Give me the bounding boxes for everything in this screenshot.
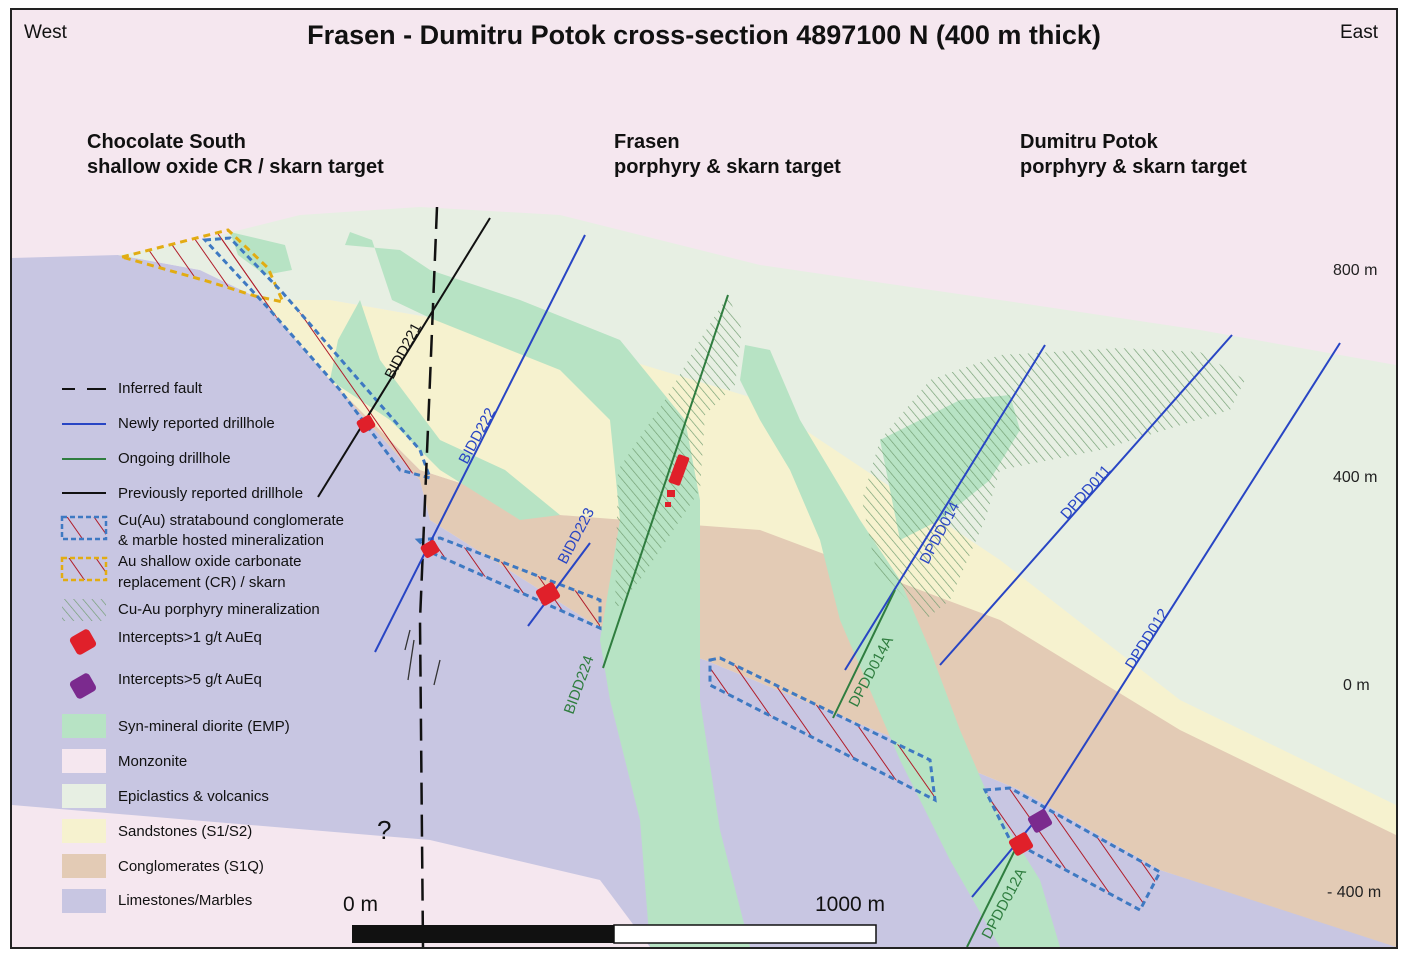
elevation-800: 800 m [1333,262,1378,279]
legend-symbol-intercept-5g [69,673,97,699]
legend-label-new-hole: Newly reported drillhole [118,415,275,432]
legend-label-previous-hole: Previously reported drillhole [118,485,304,502]
target-desc: porphyry & skarn target [614,156,841,178]
inferred-fault [418,206,439,947]
intercept-bidd223[interactable] [535,581,561,607]
legend-label-au-cr-2: replacement (CR) / skarn [118,574,286,591]
compass-east: East [1340,22,1379,43]
intercept-dpdd012-gold1[interactable] [1008,831,1034,857]
drillhole-dpdd012a[interactable] [966,849,1016,947]
page-title: Frasen - Dumitru Potok cross-section 489… [307,20,1101,50]
target-desc: porphyry & skarn target [1020,156,1247,178]
target-frasen: Frasen porphyry & skarn target [614,130,841,180]
stratabound-band-west [201,236,433,481]
legend-swatch-monzonite [62,749,106,773]
drillhole-bidd223[interactable] [527,542,591,627]
unknown-marker: ? [377,815,392,845]
limestone-unit [12,255,1396,947]
legend-swatch-diorite [62,714,106,738]
drillhole-dpdd011[interactable] [939,334,1233,666]
scale-end-label: 1000 m [815,893,886,916]
scale-start-label: 0 m [343,893,379,916]
drillhole-dpdd014[interactable] [844,344,1046,671]
legend-label-conglomerate: Conglomerates (S1Q) [118,858,264,875]
legend-label-au-cr-1: Au shallow oxide carbonate [118,553,302,570]
intercept-bidd222[interactable] [420,539,441,559]
legend-swatch-conglomerate [62,854,106,878]
legend-symbol-stratabound [60,515,108,541]
legend-label-intercept-1g: Intercepts>1 g/t AuEq [118,629,262,646]
porphyry-zone-frasen [615,295,742,610]
drillhole-bidd224[interactable] [602,294,729,669]
legend-label-monzonite: Monzonite [118,753,188,770]
au-cr-zone [116,228,286,305]
porphyry-zone-dumitru [862,348,1245,620]
legend-label-stratabound-1: Cu(Au) stratabound conglomerate [118,512,344,529]
intercept-bidd221[interactable] [356,414,377,434]
intercept-bidd224-upper[interactable] [668,454,690,486]
legend-label-diorite: Syn-mineral diorite (EMP) [118,718,290,735]
elevation-0: 0 m [1343,677,1370,694]
intercept-dpdd012-gold5[interactable] [1027,808,1053,834]
legend-label-ongoing-hole: Ongoing drillhole [118,450,231,467]
drillhole-bidd222[interactable] [374,234,586,653]
target-chocolate-south: Chocolate South shallow oxide CR / skarn… [87,130,384,180]
elevation-minus-400: - 400 m [1327,884,1382,901]
target-desc: shallow oxide CR / skarn target [87,156,384,178]
legend-label-epiclastics: Epiclastics & volcanics [118,788,269,805]
target-name: Chocolate South [87,131,246,153]
intercept-bidd224-lower[interactable] [667,490,675,497]
legend-label-sandstone: Sandstones (S1/S2) [118,823,253,840]
legend-label-fault: Inferred fault [118,380,203,397]
legend-label-porphyry: Cu-Au porphyry mineralization [118,601,320,618]
sandstone-unit [262,300,1396,835]
legend-label-intercept-5g: Intercepts>5 g/t AuEq [118,671,262,688]
legend-swatch-limestone [62,889,106,913]
drillhole-bidd221[interactable] [317,217,491,498]
diorite-body-west [345,232,750,947]
legend-symbol-au-cr [60,556,108,582]
drillhole-dpdd012[interactable] [1039,342,1341,816]
legend-symbols [60,388,108,913]
legend-label-stratabound-2: & marble hosted mineralization [118,532,324,549]
scale-bar-black [352,925,614,943]
target-name: Dumitru Potok [1020,131,1158,153]
elevation-400: 400 m [1333,469,1378,486]
legend-symbol-intercept-1g [69,629,97,655]
diorite-body-east [740,345,1060,947]
target-dumitru-potok: Dumitru Potok porphyry & skarn target [1020,130,1247,180]
target-name: Frasen [614,131,680,153]
intercept-bidd224-lower2[interactable] [665,502,671,507]
legend-swatch-sandstone [62,819,106,843]
legend-label-limestone: Limestones/Marbles [118,892,253,909]
compass-west: West [24,22,67,43]
scale-bar-white [613,924,877,944]
fault-slip-indicator [404,629,441,686]
legend-swatch-epiclastics [62,784,106,808]
diorite-knob [230,232,292,275]
stratabound-band-east [708,656,937,803]
drillhole-dpdd014a[interactable] [832,589,896,719]
legend-symbol-porphyry [62,599,106,621]
drillhole-dpdd012-tail[interactable] [971,814,1041,898]
